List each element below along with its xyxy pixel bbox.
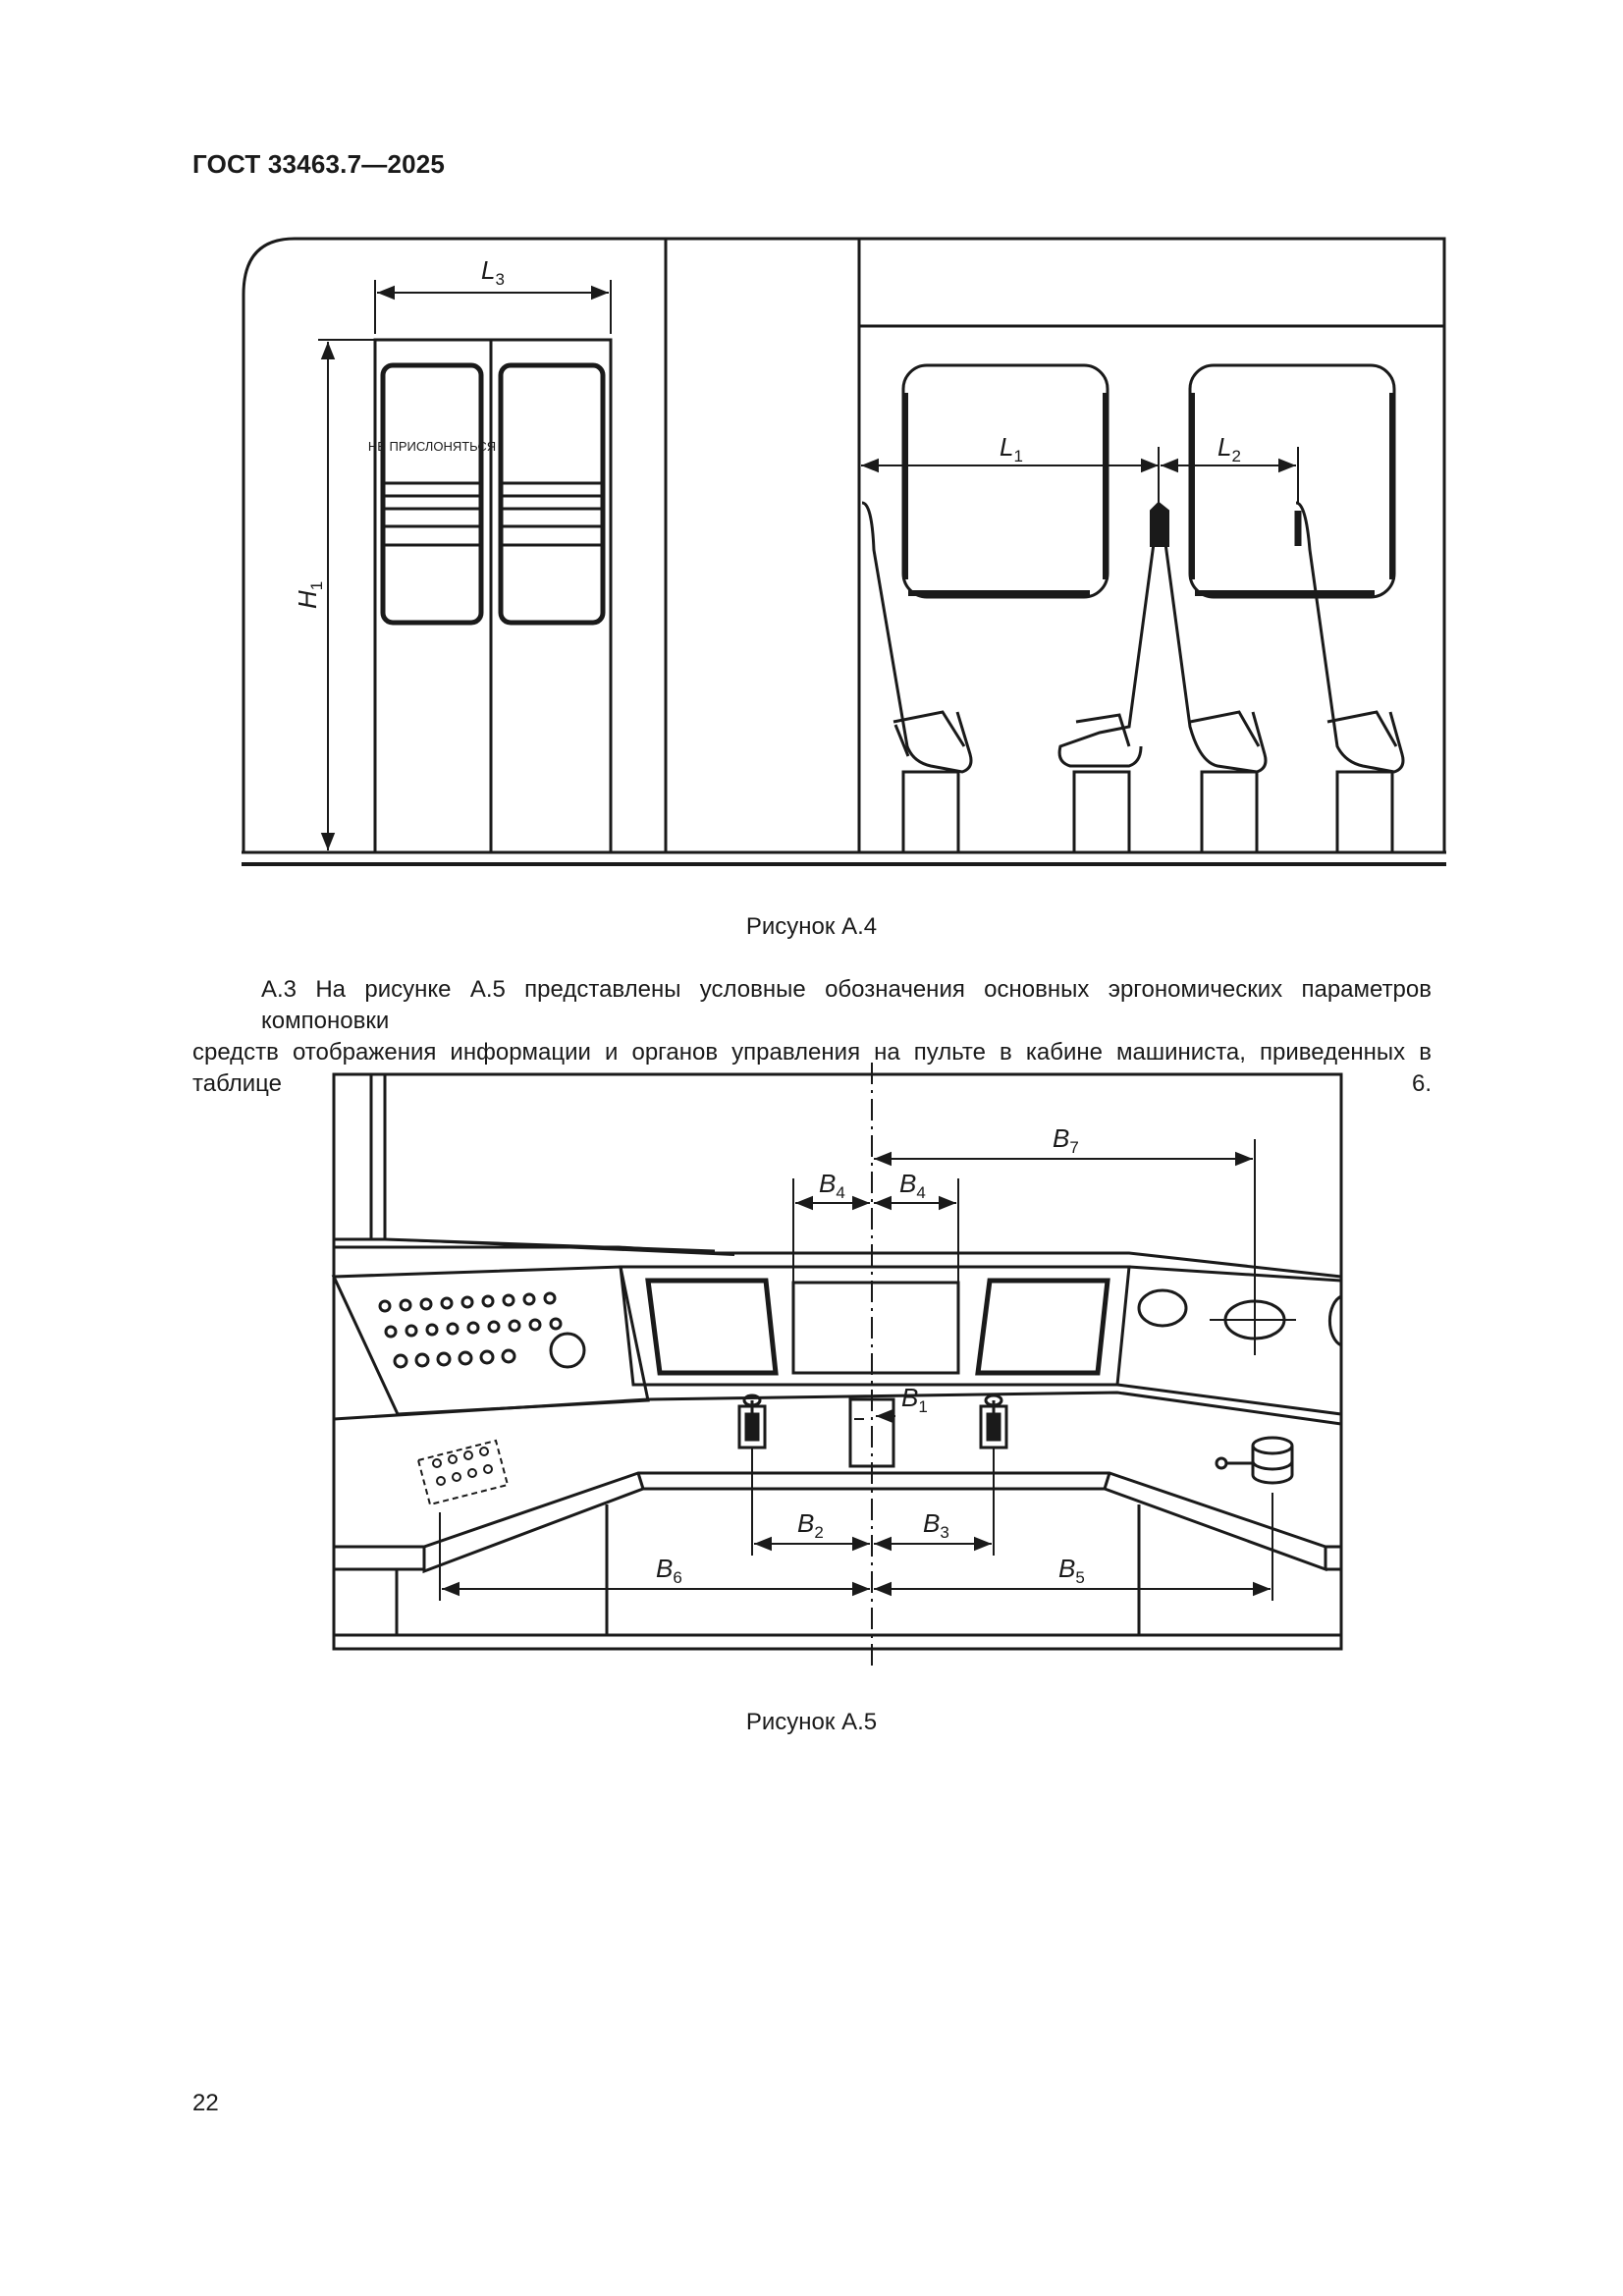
- page-number: 22: [192, 2090, 219, 2116]
- door-sign-text: НЕ ПРИСЛОНЯТЬСЯ: [368, 439, 496, 454]
- paragraph-line-1: А.3 На рисунке А.5 представлены условные…: [261, 976, 1432, 1034]
- right-indicator-1: [1137, 1288, 1188, 1328]
- seat-4: [1295, 501, 1405, 854]
- screen-center: [791, 1281, 960, 1375]
- door-left-leaf: [373, 338, 493, 854]
- svg-text:B1: B1: [901, 1383, 928, 1416]
- seat-2: [1057, 506, 1161, 854]
- svg-text:B5: B5: [1058, 1554, 1085, 1587]
- car-wall-outline: [242, 237, 1446, 852]
- svg-text:H1: H1: [293, 581, 326, 609]
- svg-text:B4: B4: [819, 1169, 845, 1202]
- document-header: ГОСТ 33463.7—2025: [192, 149, 446, 179]
- svg-text:B3: B3: [923, 1508, 949, 1542]
- rotary-control: [1215, 1436, 1294, 1485]
- lever-left: [737, 1394, 767, 1449]
- right-panel: [1116, 1265, 1343, 1416]
- left-panel-buttons: [378, 1291, 586, 1369]
- svg-text:L2: L2: [1217, 432, 1241, 465]
- door-right-leaf: [489, 338, 613, 854]
- figure-a5: B7 B4 B4 B1 B2 B3 B6 B5: [0, 1061, 1623, 1689]
- screen-left: [645, 1278, 779, 1376]
- svg-text:B6: B6: [656, 1554, 682, 1587]
- figure-a4-caption: Рисунок А.4: [745, 913, 878, 940]
- svg-text:B7: B7: [1053, 1123, 1079, 1157]
- svg-text:B4: B4: [899, 1169, 926, 1202]
- figure-a5-caption: Рисунок А.5: [745, 1709, 878, 1735]
- window-right: [1188, 363, 1396, 599]
- seat-3: [1159, 506, 1268, 854]
- left-panel: [331, 1265, 650, 1416]
- figure-a4: НЕ ПРИСЛОНЯТЬСЯ L3: [0, 0, 1623, 903]
- window-left: [901, 363, 1109, 599]
- svg-text:L3: L3: [481, 255, 505, 289]
- screen-right: [975, 1278, 1110, 1376]
- lever-right: [979, 1394, 1008, 1449]
- center-console: [619, 1265, 1131, 1387]
- keypad-dashed: [416, 1439, 510, 1506]
- svg-text:L1: L1: [1000, 432, 1023, 465]
- seat-1: [861, 501, 973, 854]
- svg-text:B2: B2: [797, 1508, 824, 1542]
